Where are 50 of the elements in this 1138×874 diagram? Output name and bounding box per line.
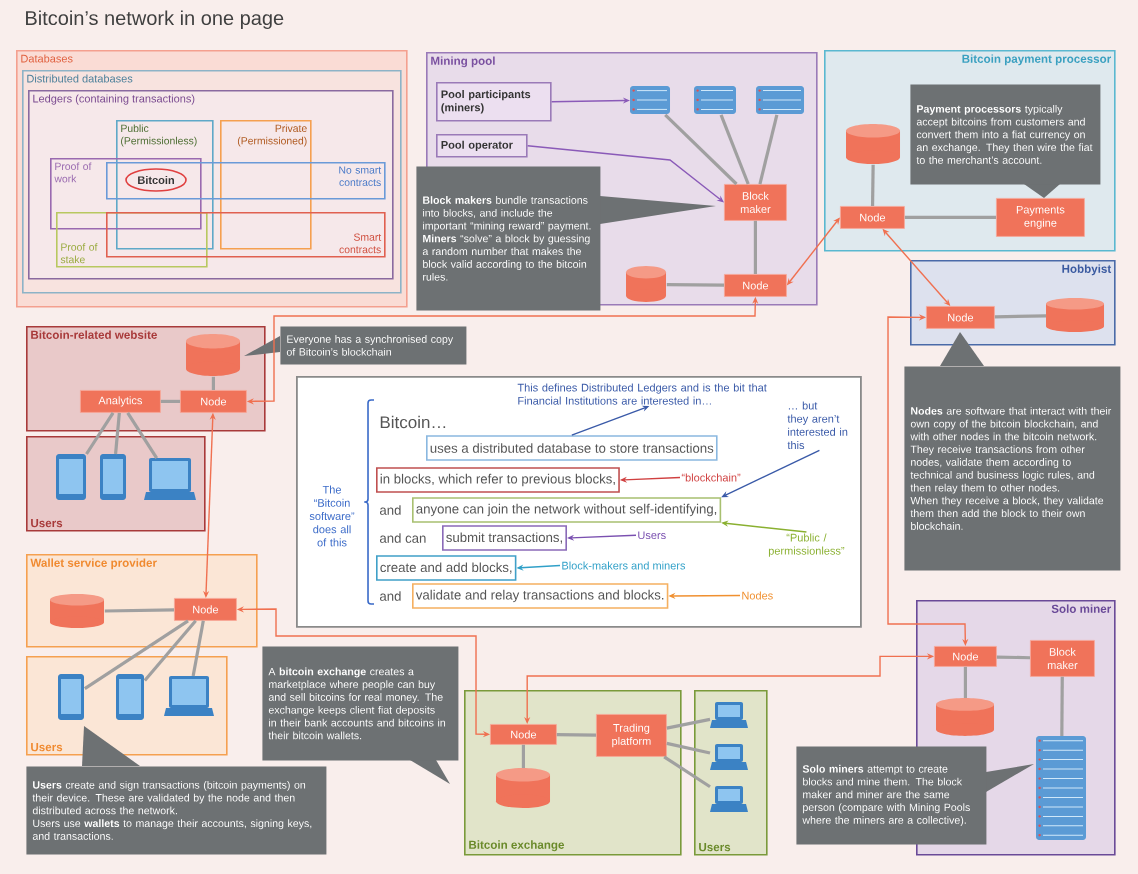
connector-line [666, 741, 711, 755]
connector-line [758, 114, 779, 185]
phone [100, 454, 126, 500]
connector-line [994, 314, 1047, 319]
laptop [710, 702, 748, 728]
database-cylinder [186, 334, 240, 376]
database-cylinder [1046, 298, 1104, 332]
laptop [710, 744, 748, 770]
connector-line [663, 755, 711, 789]
database-cylinder [936, 698, 994, 736]
database-cylinder [496, 768, 550, 808]
connector-line [1060, 676, 1064, 737]
server [694, 86, 736, 114]
database-cylinder [50, 594, 104, 628]
phone [58, 674, 84, 720]
connector-line [753, 220, 757, 274]
connector-line [83, 619, 189, 690]
connector-line [664, 113, 738, 186]
connector-line [126, 411, 159, 459]
server [756, 86, 804, 114]
connector-line [719, 114, 750, 185]
connector-line [211, 376, 215, 390]
connector-line [666, 283, 725, 287]
connector-line [556, 733, 597, 737]
connector-line [104, 608, 175, 613]
title: Bitcoin’s network in one page [26, 10, 284, 30]
laptop [164, 676, 214, 716]
arrow [721, 449, 821, 498]
connector-line [85, 411, 115, 455]
server [1036, 736, 1086, 840]
connector-line [666, 717, 711, 730]
connector-line [904, 215, 996, 219]
connector-line [521, 744, 525, 768]
arrow [526, 145, 724, 203]
database-cylinder [626, 266, 666, 302]
arrow [887, 314, 969, 646]
connector-line [191, 620, 205, 677]
phone [56, 454, 86, 500]
arrow [567, 534, 637, 541]
laptop [710, 786, 748, 812]
connector-line [963, 666, 967, 698]
connector-line [870, 164, 875, 207]
connector-line [160, 399, 180, 403]
server [630, 86, 670, 114]
database-cylinder [846, 124, 900, 164]
connector-line [113, 412, 121, 455]
connector-line [143, 619, 197, 682]
laptop [144, 458, 196, 500]
phone [116, 674, 144, 720]
connector-line [996, 655, 1031, 660]
